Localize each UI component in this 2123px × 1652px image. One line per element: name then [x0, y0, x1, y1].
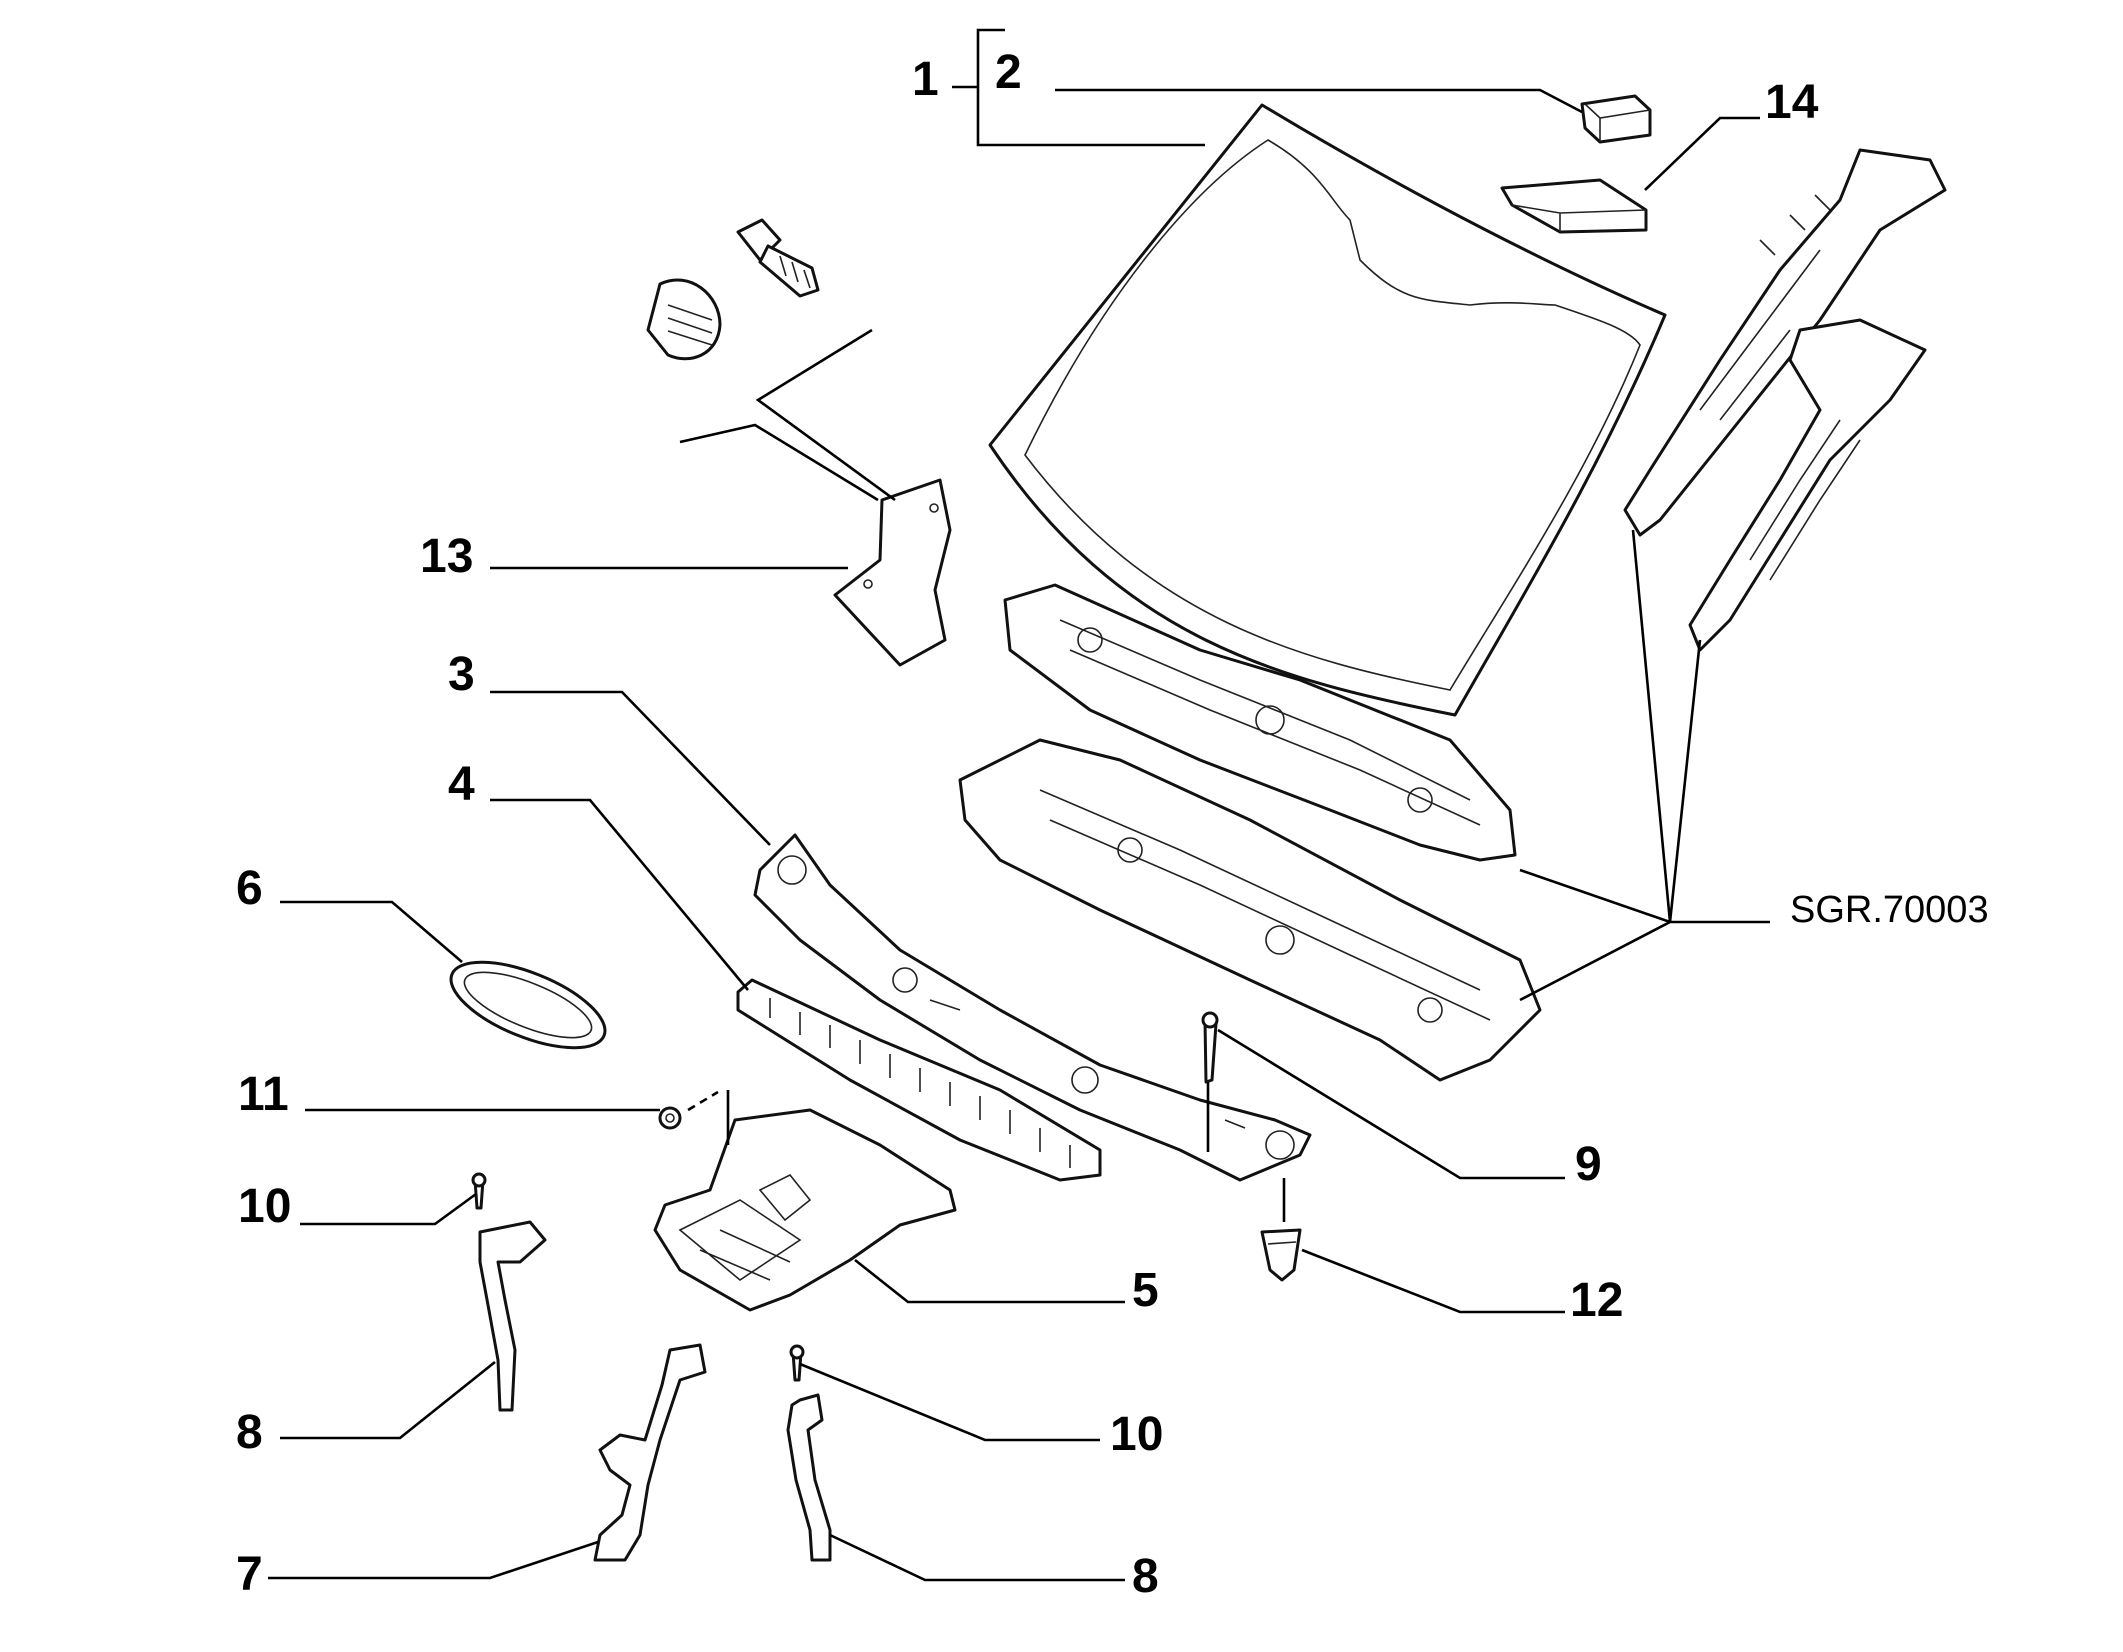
part-4-grille [736, 978, 1102, 1182]
part-8-hose-right [786, 1393, 832, 1562]
part-13-pad [833, 478, 952, 667]
leader-lines [268, 28, 1770, 1582]
part-8-hose-left [478, 1220, 547, 1412]
callout-8-left: 8 [236, 1406, 263, 1459]
callout-6: 6 [236, 862, 263, 915]
part-5-air-intake [653, 1108, 957, 1312]
part-9-screw [1201, 1011, 1219, 1084]
part-7-pipe [593, 1343, 707, 1562]
callout-14: 14 [1765, 76, 1819, 129]
callout-10-lower: 10 [1110, 1408, 1163, 1461]
part-2-pad [1580, 94, 1652, 144]
part-6-gasket [449, 960, 607, 1050]
callout-4: 4 [448, 758, 475, 811]
bolt-fastener [736, 218, 820, 298]
cowl-panel-lower [958, 738, 1542, 1082]
clip-fastener [646, 278, 722, 361]
a-pillar-inner [1688, 318, 1927, 652]
callout-13: 13 [420, 530, 473, 583]
callout-11: 11 [238, 1068, 289, 1121]
a-pillar-outer [1623, 148, 1947, 537]
callout-9: 9 [1575, 1138, 1602, 1191]
part-12-clip [1260, 1228, 1302, 1282]
callout-10-upper: 10 [238, 1180, 291, 1233]
callout-7: 7 [236, 1548, 263, 1601]
part-11-nut [658, 1106, 682, 1130]
cowl-panel-upper [1003, 583, 1517, 862]
part-3-cowl-trim [753, 833, 1312, 1182]
callout-12: 12 [1570, 1274, 1623, 1327]
reference-code: SGR.70003 [1790, 889, 1989, 931]
callout-8-right: 8 [1132, 1550, 1159, 1603]
windshield-glass [988, 103, 1667, 717]
part-10-screw-upper [471, 1172, 487, 1210]
callout-2: 2 [995, 46, 1022, 99]
callout-5: 5 [1132, 1264, 1159, 1317]
part-14-bracket [1500, 178, 1648, 234]
callout-1: 1 [912, 53, 939, 106]
callout-3: 3 [448, 648, 475, 701]
part-10-screw-lower [789, 1344, 805, 1382]
